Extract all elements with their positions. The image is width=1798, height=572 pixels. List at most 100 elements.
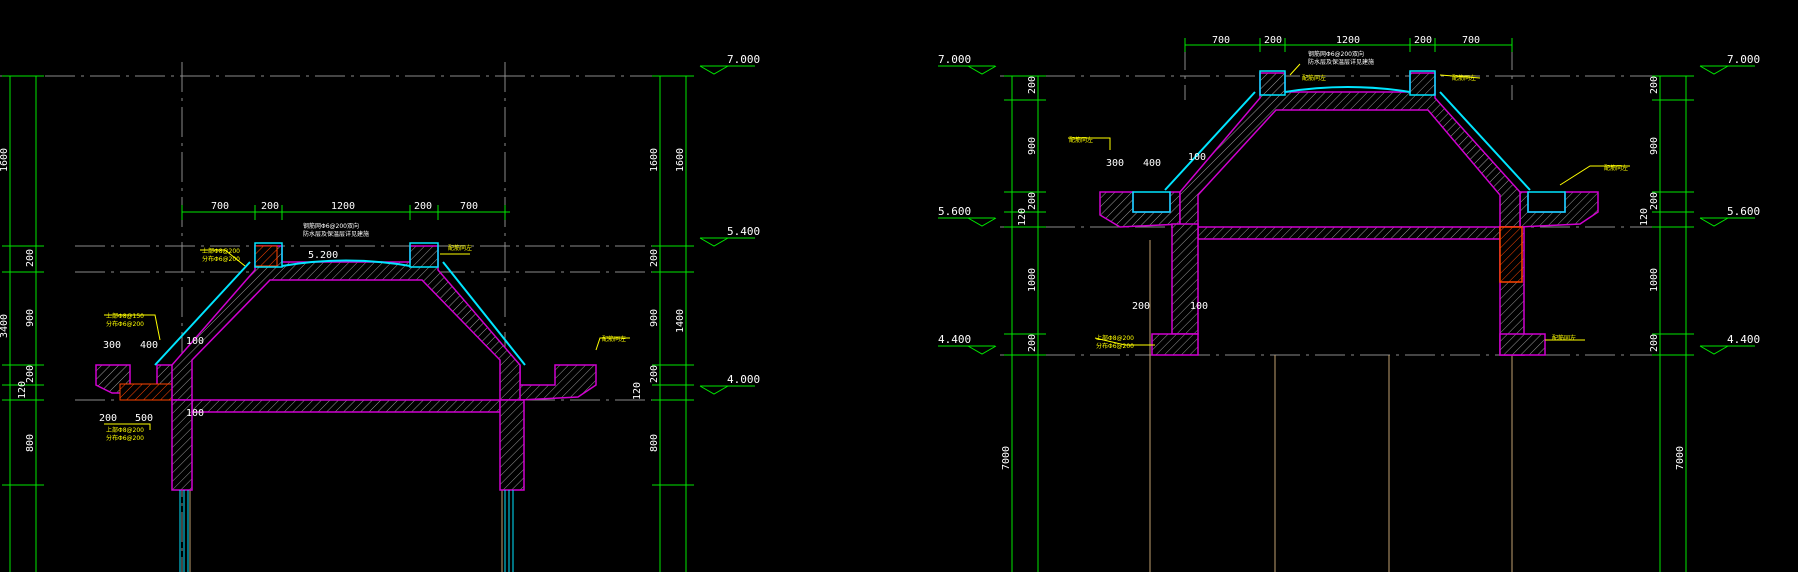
left-vdim-6: 800: [25, 434, 36, 452]
left-axis-lines: [0, 62, 680, 572]
right-note-leftgutter: 配筋同左: [1069, 136, 1093, 144]
right-top-dim-2: 200: [1264, 35, 1282, 46]
left-top-dim-5: 700: [460, 201, 478, 212]
left-note-leftlow: 上部Φ8@200: [106, 426, 144, 434]
left-rvdim-2: 200: [649, 249, 660, 267]
left-note-top2: 防水层及保温层详见建施: [303, 230, 369, 238]
right-note-topright2: 配筋同左: [1452, 74, 1476, 82]
right-level-right-mid: 5.600: [1727, 205, 1760, 218]
right-rvdim-total: 7000: [1675, 446, 1686, 470]
left-base-dim-3: 100: [186, 408, 204, 419]
left-vdim-total: 3400: [0, 314, 10, 338]
right-wall-dim-2: 100: [1190, 301, 1208, 312]
left-gutter-dim-3: 100: [186, 336, 204, 347]
right-lvdim-5: 1000: [1027, 268, 1038, 292]
right-note-rightlow: 配筋同左: [1552, 334, 1576, 342]
left-top-dim-3: 1200: [331, 201, 355, 212]
left-parapet-outline-l: [254, 242, 283, 268]
left-gutter-dim-1: 300: [103, 340, 121, 351]
right-level-right-top: 7.000: [1727, 53, 1760, 66]
right-gutter-dim-3: 100: [1188, 152, 1206, 163]
left-note-top: 钢筋网Φ6@200双向: [303, 222, 359, 230]
right-gutter-right: [1519, 191, 1599, 228]
left-parapet-outline-r: [409, 242, 439, 268]
right-gutter-dim-1: 300: [1106, 158, 1124, 169]
left-level-markers: [699, 65, 755, 395]
left-vdim-4: 200: [25, 365, 36, 383]
left-note-leftmid: 上部Φ8@150: [106, 312, 144, 320]
left-rvdim-1: 1600: [649, 148, 660, 172]
right-rvdim-2: 900: [1649, 137, 1660, 155]
left-rvdim-total: 1400: [675, 309, 686, 333]
left-gutter-dim-2: 400: [140, 340, 158, 351]
right-top-dim-3: 1200: [1336, 35, 1360, 46]
left-note-leftlow2: 分布Φ6@200: [106, 434, 144, 442]
left-level-mid: 5.400: [727, 225, 760, 238]
left-base-dim-1: 200: [99, 413, 117, 424]
left-rvdim-3: 900: [649, 309, 660, 327]
right-dim-chain-right: [1652, 75, 1694, 572]
right-level-left-top: 7.000: [938, 53, 971, 66]
right-parapet-outline-r: [1409, 70, 1436, 96]
right-level-right-low: 4.400: [1727, 333, 1760, 346]
left-top-dim-1: 700: [211, 201, 229, 212]
right-note-top2: 防水层及保温层详见建施: [1308, 58, 1374, 66]
right-note-leftlow2: 分布Φ6@200: [1096, 342, 1134, 350]
left-ridge-level: 5.200: [308, 250, 338, 261]
left-dim-chain-right: [652, 75, 694, 572]
right-top-dim-line: [1184, 38, 1513, 52]
left-waterproof-line: [154, 259, 526, 366]
right-lvdim-3: 200: [1027, 192, 1038, 210]
right-gutter-outline-r: [1527, 191, 1566, 213]
left-roof-shell: [171, 245, 525, 491]
left-base-dim-2: 500: [135, 413, 153, 424]
right-dim-chain-left: [1004, 75, 1046, 572]
left-note-lefttop2: 分布Φ6@200: [202, 255, 240, 263]
right-rvdim-4: 120: [1639, 208, 1650, 226]
left-vdim-5: 120: [17, 381, 28, 399]
left-vdim-1: 1600: [0, 148, 10, 172]
right-note-top: 钢筋网Φ6@200双向: [1308, 50, 1364, 58]
left-rvdim-4: 200: [649, 365, 660, 383]
left-gutter-right: [509, 364, 597, 401]
right-note-leftlow: 上部Φ8@200: [1096, 334, 1134, 342]
right-guide-lines: [1184, 40, 1513, 100]
right-rvdim-3: 200: [1649, 192, 1660, 210]
right-top-dim-4: 200: [1414, 35, 1432, 46]
left-vdim-3: 900: [25, 309, 36, 327]
right-top-dim-5: 700: [1462, 35, 1480, 46]
left-column-centerlines: [189, 410, 503, 572]
right-gutter-dim-2: 400: [1143, 158, 1161, 169]
left-dim-chain-left: [2, 75, 44, 572]
right-lvdim-total: 7000: [1001, 446, 1012, 470]
left-rvdim-5: 120: [632, 382, 643, 400]
right-lvdim-4: 120: [1017, 208, 1028, 226]
right-gutter-left: [1099, 191, 1181, 228]
right-column-centerlines: [1149, 240, 1513, 572]
right-lvdim-2: 900: [1027, 137, 1038, 155]
left-note-rightmid: 配筋同左: [602, 335, 626, 343]
right-level-markers: [938, 65, 1755, 355]
left-top-dim-line: [181, 205, 510, 220]
right-rvdim-1: 200: [1649, 76, 1660, 94]
right-waterproof-line: [1164, 86, 1531, 191]
right-level-left-low: 4.400: [938, 333, 971, 346]
right-level-left-mid: 5.600: [938, 205, 971, 218]
right-rvdim-6: 200: [1649, 334, 1660, 352]
right-wall-dim-1: 200: [1132, 301, 1150, 312]
right-note-rightgutter: 配筋同左: [1604, 164, 1628, 172]
right-gutter-outline-l: [1132, 191, 1171, 213]
left-top-dim-4: 200: [414, 201, 432, 212]
left-top-dim-2: 200: [261, 201, 279, 212]
right-note-topright: 配筋同左: [1302, 74, 1326, 82]
leader-lines: [104, 63, 1630, 430]
right-section: [938, 38, 1755, 572]
left-level-low: 4.000: [727, 373, 760, 386]
left-rvdim-6: 800: [649, 434, 660, 452]
left-note-leftmid2: 分布Φ6@200: [106, 320, 144, 328]
right-top-dim-1: 700: [1212, 35, 1230, 46]
left-note-lefttop: 上部Φ8@200: [202, 247, 240, 255]
right-parapet-outline-l: [1259, 70, 1286, 96]
left-level-top: 7.000: [727, 53, 760, 66]
